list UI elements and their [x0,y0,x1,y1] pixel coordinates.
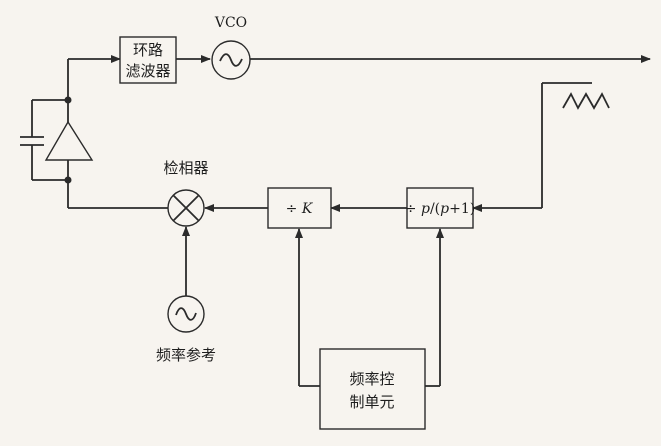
divide-k-var: K [301,201,314,217]
reference-label: 频率参考 [156,346,216,364]
frequency-control-unit: 频率控 制单元 [319,348,426,430]
loop-filter-label-line2: 滤波器 [125,62,170,80]
prescaler-suffix: +1) [449,201,475,217]
loop-filter-label-line1: 环路 [133,41,163,59]
phase-detector-label: 检相器 [163,159,208,177]
prescaler-slash: /( [430,201,440,217]
vco-label: VCO [214,15,247,31]
prescaler-p1: p [421,201,430,217]
amplifier-triangle-icon [44,120,94,161]
divide-k-prefix: ÷ [286,201,302,217]
divide-k-block: ÷ K [267,187,332,229]
sine-wave-icon [219,53,243,67]
control-unit-line2: 制单元 [349,393,394,411]
reference-sine-icon [175,307,197,321]
vco-oscillator: VCO [211,15,251,80]
sawtooth-icon [562,92,610,110]
divide-k-label: ÷ K [286,201,314,217]
prescaler-p2: p [440,201,449,217]
reference-oscillator: 频率参考 [156,295,216,364]
loop-amplifier [20,96,94,184]
prescaler-block: ÷ p/(p+1) [405,187,475,229]
sawtooth-feedback [472,82,610,212]
phase-detector: 检相器 [163,159,209,227]
control-unit-line1: 频率控 [349,370,394,388]
loop-filter-block: 环路 滤波器 [119,36,177,84]
prescaler-prefix: ÷ [405,201,421,217]
prescaler-label: ÷ p/(p+1) [405,201,475,217]
